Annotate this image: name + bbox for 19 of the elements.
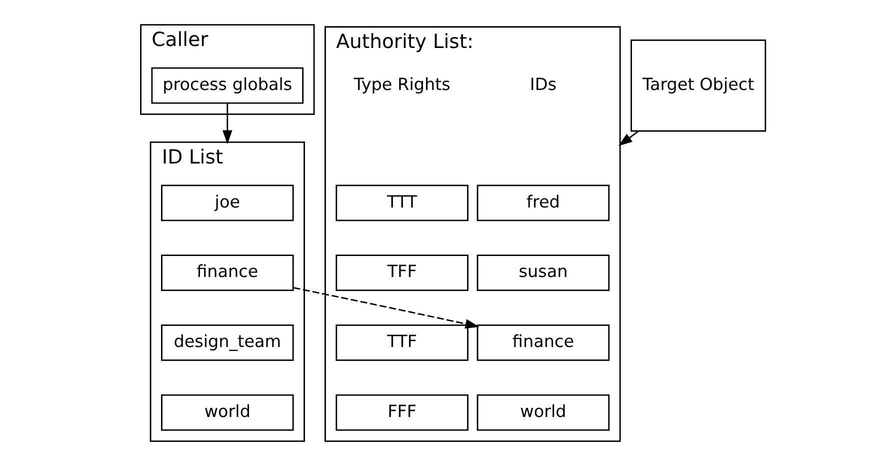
label: Type Rights xyxy=(354,74,450,94)
node-box: finance xyxy=(161,254,294,291)
node-box: world xyxy=(476,394,610,431)
arrow xyxy=(293,287,480,329)
node-box: finance xyxy=(476,324,610,361)
node-box: fred xyxy=(476,184,610,222)
node-box: TTF xyxy=(336,324,468,361)
node-box: world xyxy=(161,394,294,431)
node-box: FFF xyxy=(336,394,468,431)
node-box: joe xyxy=(161,184,294,222)
label: IDs xyxy=(530,74,557,94)
node-box: susan xyxy=(476,254,610,291)
arrow xyxy=(222,103,232,144)
node-box: TTT xyxy=(336,184,468,222)
node-box: process globals xyxy=(151,67,304,104)
node-box: Target Object xyxy=(630,39,766,132)
node-box: TFF xyxy=(336,254,468,291)
arrow xyxy=(618,130,639,146)
node-box: design_team xyxy=(161,324,294,361)
